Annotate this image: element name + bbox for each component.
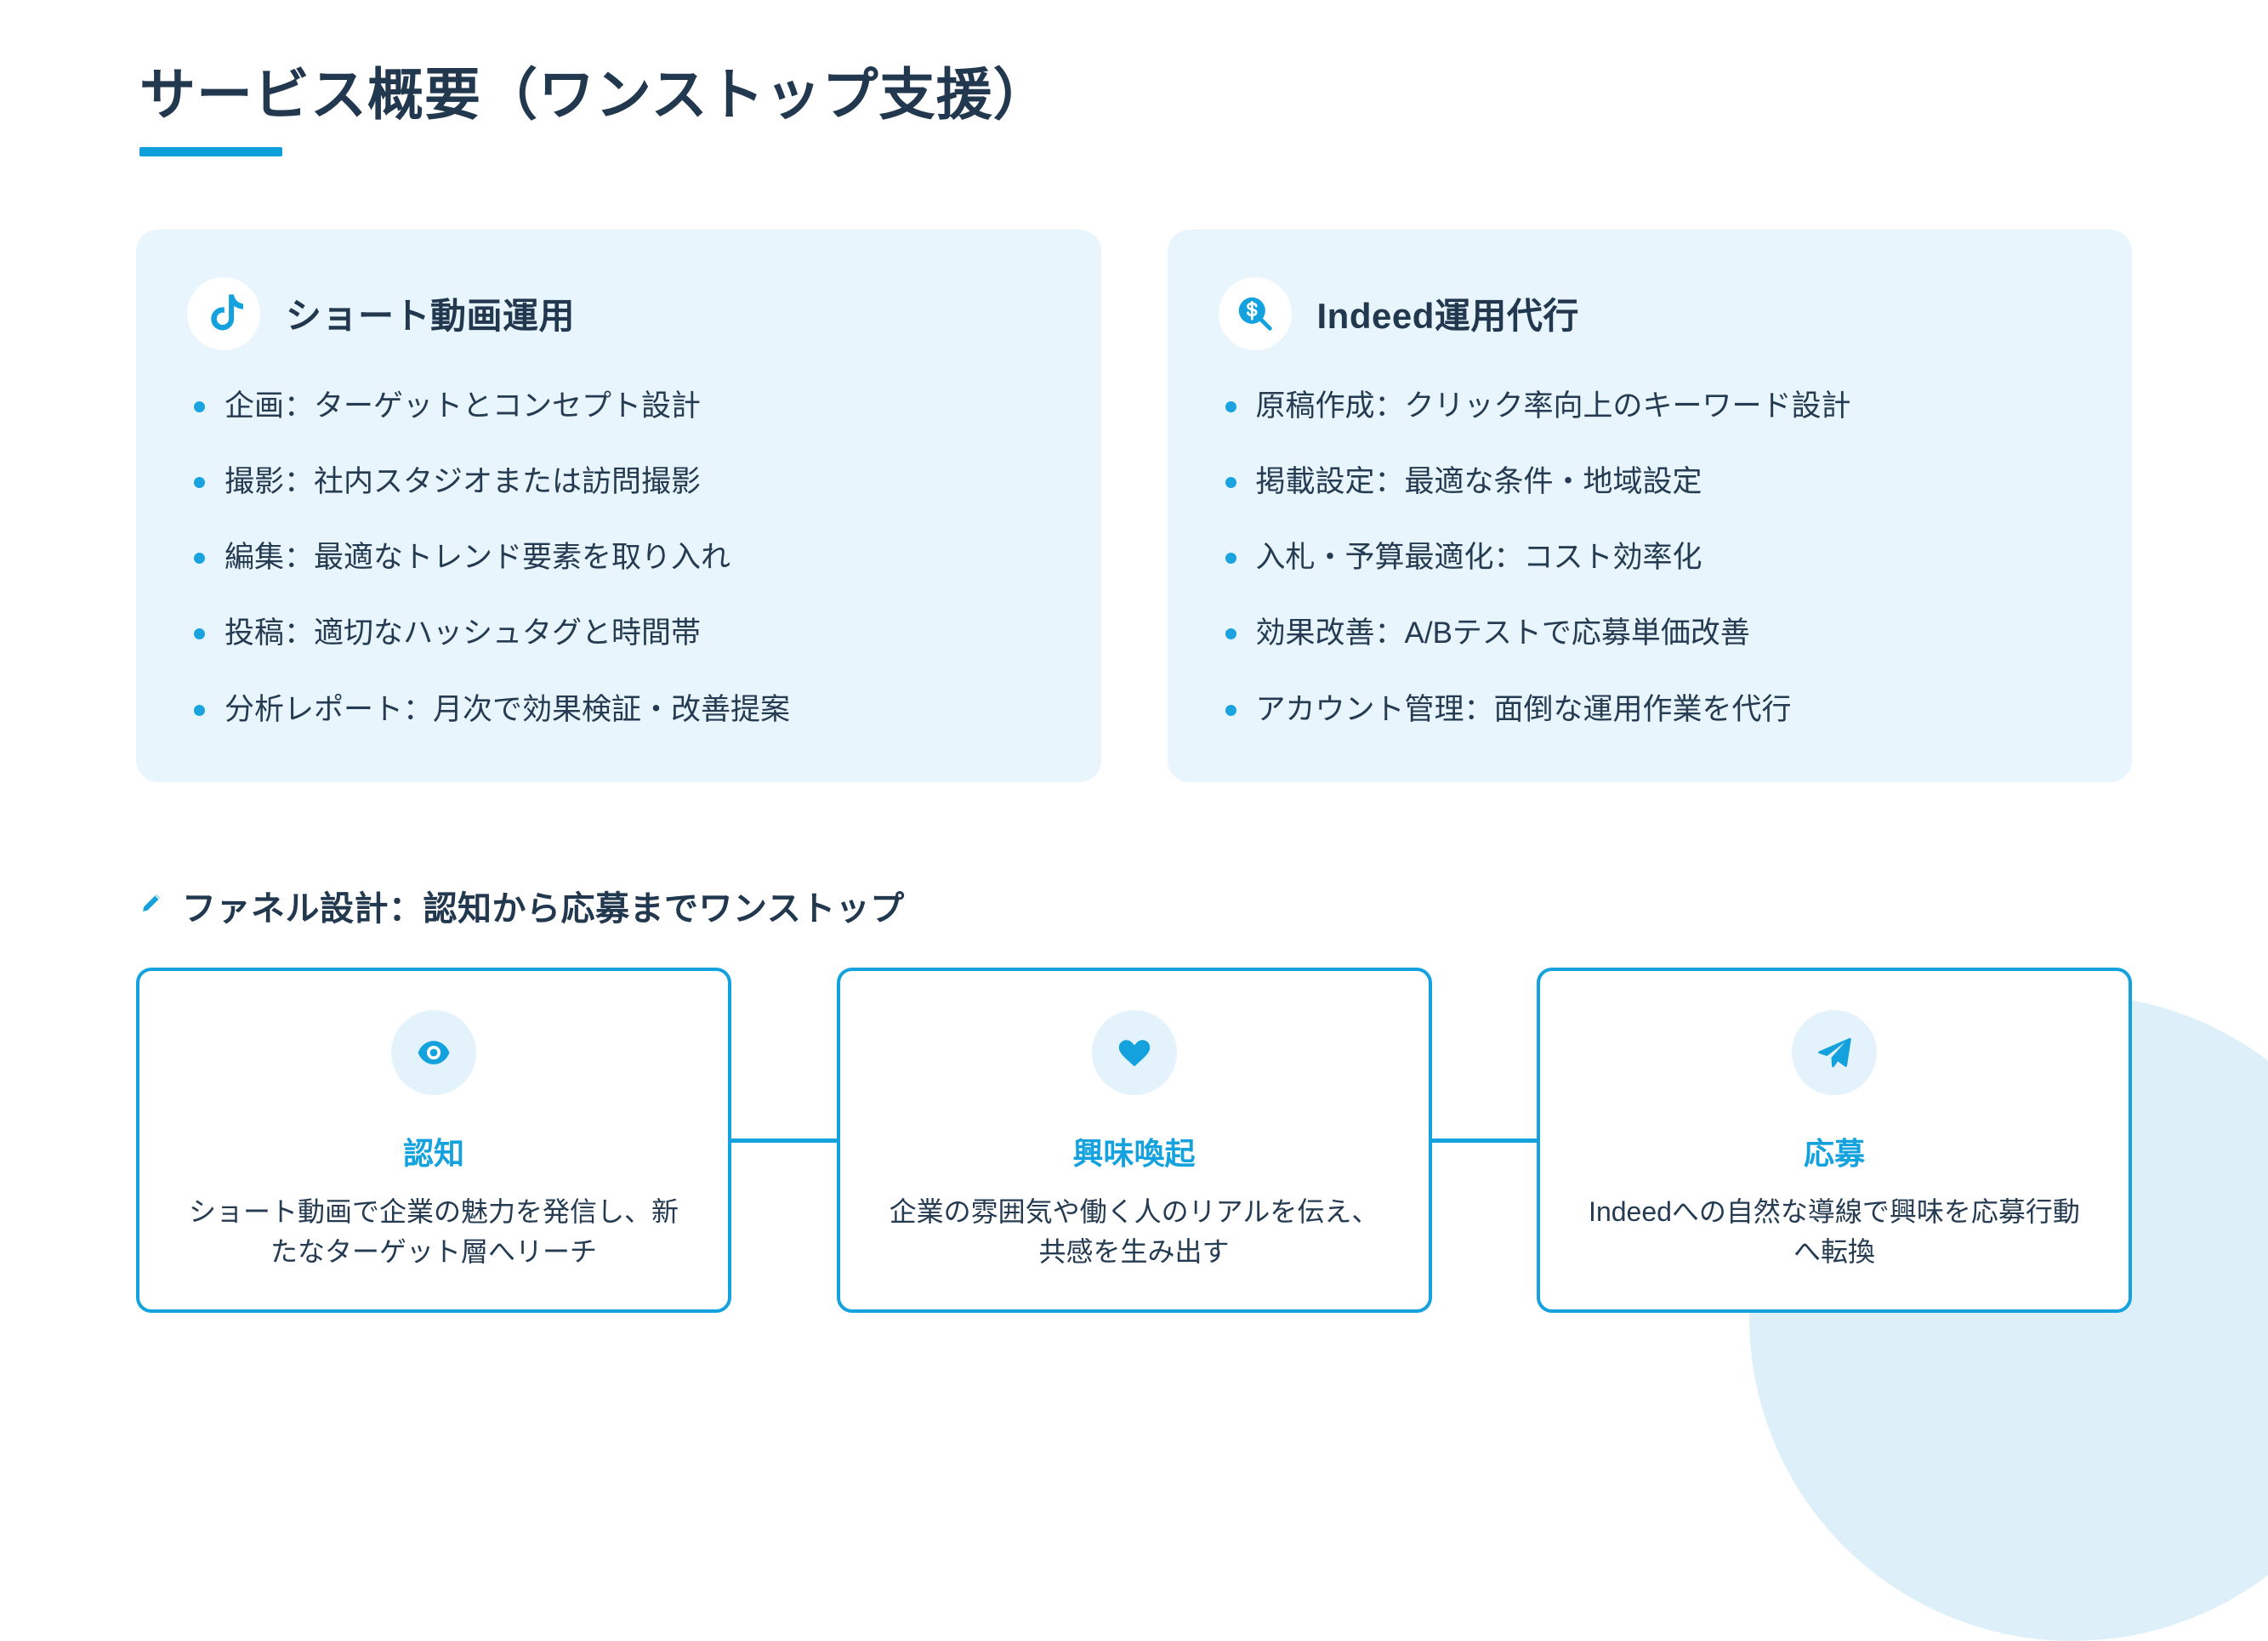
service-card-indeed: Indeed運用代行 原稿作成：クリック率向上のキーワード設計 掲載設定：最適な… bbox=[1167, 229, 2132, 782]
list-item: 撮影：社内スタジオまたは訪問撮影 bbox=[187, 462, 1050, 502]
funnel-stage-label: 認知 bbox=[402, 1135, 464, 1171]
funnel-connector bbox=[731, 968, 837, 1314]
list-item: 原稿作成：クリック率向上のキーワード設計 bbox=[1219, 386, 2082, 426]
funnel-heading-title: ファネル設計：認知から応募までワンストップ bbox=[182, 889, 905, 928]
funnel-stage-awareness: 認知 ショート動画で企業の魅力を発信し、新たなターゲット層へリーチ bbox=[136, 967, 731, 1314]
funnel-section: ファネル設計：認知から応募までワンストップ 認知 ショート動画で企業の魅力を発信… bbox=[136, 881, 2132, 1314]
page-title: サービス概要（ワンストップ支援） bbox=[139, 63, 1050, 126]
pencil-icon bbox=[138, 889, 165, 921]
funnel-stage-description: ショート動画で企業の魅力を発信し、新たなターゲット層へリーチ bbox=[188, 1195, 679, 1268]
service-card-title: ショート動画運用 bbox=[286, 296, 576, 336]
service-bullet-list: 原稿作成：クリック率向上のキーワード設計 掲載設定：最適な条件・地域設定 入札・… bbox=[1219, 386, 2082, 730]
list-item: 分析レポート：月次で効果検証・改善提案 bbox=[187, 690, 1050, 730]
list-item: 企画：ターゲットとコンセプト設計 bbox=[187, 386, 1050, 426]
list-item: 掲載設定：最適な条件・地域設定 bbox=[1219, 462, 2082, 502]
funnel-stages-row: 認知 ショート動画で企業の魅力を発信し、新たなターゲット層へリーチ 興味喚起 企… bbox=[136, 967, 2132, 1314]
list-item: 投稿：適切なハッシュタグと時間帯 bbox=[187, 613, 1050, 653]
list-item: アカウント管理：面倒な運用作業を代行 bbox=[1219, 690, 2082, 730]
service-card-header: ショート動画運用 bbox=[187, 276, 1050, 350]
list-item: 入札・予算最適化：コスト効率化 bbox=[1219, 537, 2082, 577]
tiktok-music-note-icon bbox=[187, 276, 260, 350]
funnel-heading-row: ファネル設計：認知から応募までワンストップ bbox=[136, 881, 2132, 930]
list-item: 編集：最適なトレンド要素を取り入れ bbox=[187, 537, 1050, 577]
eye-icon bbox=[391, 1009, 476, 1095]
funnel-stage-label: 応募 bbox=[1803, 1135, 1865, 1171]
funnel-stage-description: 企業の雰囲気や働く人のリアルを伝え、共感を生み出す bbox=[889, 1195, 1379, 1268]
funnel-stage-label: 興味喚起 bbox=[1072, 1135, 1196, 1171]
list-item: 効果改善：A/Bテストで応募単価改善 bbox=[1219, 613, 2082, 653]
funnel-stage-description: Indeedへの自然な導線で興味を応募行動へ転換 bbox=[1589, 1195, 2080, 1268]
title-underline-accent bbox=[139, 146, 282, 156]
service-card-short-video: ショート動画運用 企画：ターゲットとコンセプト設計 撮影：社内スタジオまたは訪問… bbox=[136, 229, 1101, 782]
funnel-connector bbox=[1431, 968, 1537, 1314]
funnel-stage-interest: 興味喚起 企業の雰囲気や働く人のリアルを伝え、共感を生み出す bbox=[836, 967, 1432, 1314]
magnifier-dollar-icon bbox=[1218, 276, 1292, 350]
service-card-header: Indeed運用代行 bbox=[1218, 276, 2082, 350]
heart-icon bbox=[1091, 1009, 1177, 1095]
paper-plane-icon bbox=[1792, 1009, 1877, 1095]
service-card-title: Indeed運用代行 bbox=[1316, 296, 1579, 336]
funnel-stage-apply: 応募 Indeedへの自然な導線で興味を応募行動へ転換 bbox=[1537, 967, 2132, 1314]
slide-root: サービス概要（ワンストップ支援） ショート動画運用 企画：ターゲットとコンセプト… bbox=[136, 63, 2132, 1314]
service-cards-row: ショート動画運用 企画：ターゲットとコンセプト設計 撮影：社内スタジオまたは訪問… bbox=[136, 229, 2132, 782]
service-bullet-list: 企画：ターゲットとコンセプト設計 撮影：社内スタジオまたは訪問撮影 編集：最適な… bbox=[187, 386, 1050, 730]
